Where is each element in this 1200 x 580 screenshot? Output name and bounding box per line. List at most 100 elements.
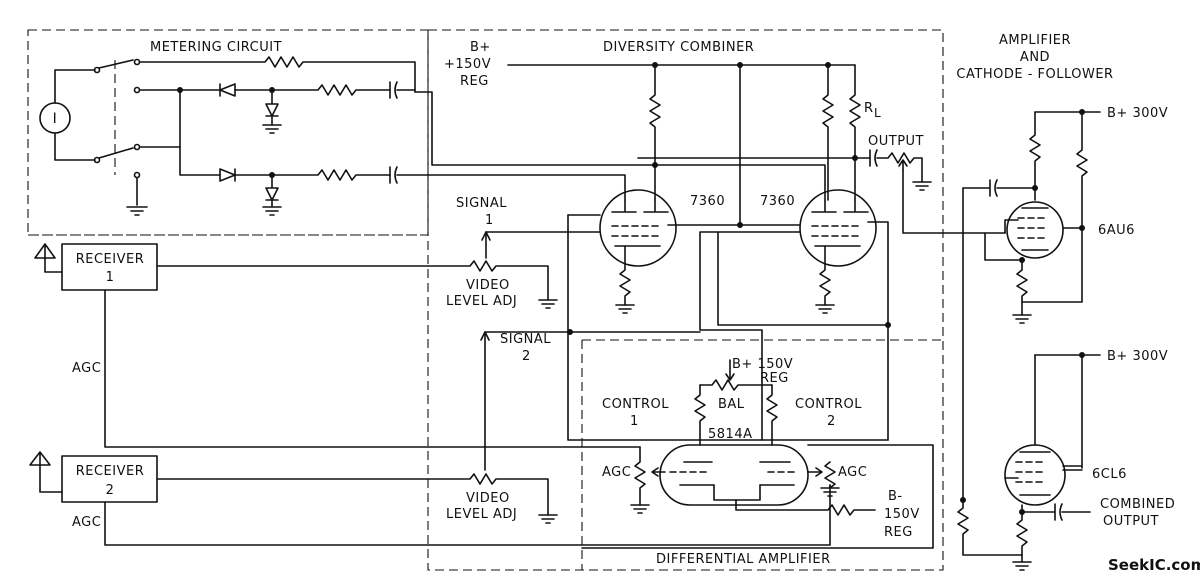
rl-label: R <box>864 101 874 116</box>
tube2-control-feed <box>867 221 889 441</box>
load-resistor-rl <box>849 64 861 159</box>
signal-2-label: SIGNAL <box>500 332 551 347</box>
diversity-combiner-box <box>427 29 944 571</box>
ground-icon <box>912 181 932 191</box>
ground-icon <box>630 504 650 514</box>
plate-load-right <box>766 384 778 446</box>
receiver-1-number: 1 <box>106 270 115 285</box>
output-pot-wiper <box>898 159 908 171</box>
6au6-plate-resistor <box>1029 111 1041 201</box>
tube-7360-2-label: 7360 <box>760 194 795 209</box>
meter-top-lead <box>54 69 96 104</box>
bminus-label: B- <box>888 489 903 504</box>
diversity-combiner: B+ +150V REG R L OUTPUT 7360 <box>444 40 1006 471</box>
video-level-pot-2 <box>156 473 549 516</box>
bminus-voltage: 150V <box>884 507 920 522</box>
bal-supply-arrow <box>725 359 735 381</box>
switch-blade-bottom <box>98 147 134 159</box>
bplus-voltage: +150V <box>444 57 491 72</box>
6cl6-screen-tap <box>1062 465 1083 471</box>
diversity-combiner-title: DIVERSITY COMBINER <box>603 40 754 55</box>
control-1-label: CONTROL <box>602 397 669 412</box>
differential-amplifier-title: DIFFERENTIAL AMPLIFIER <box>656 552 831 567</box>
bal-label: BAL <box>718 397 745 412</box>
switch-pivot-bottom <box>93 156 101 164</box>
tube-5814a-label: 5814A <box>708 427 752 442</box>
agc-1-label: AGC <box>72 361 101 376</box>
agc-left-label: AGC <box>602 465 631 480</box>
agc-pot-left <box>634 446 646 506</box>
control-1-number: 1 <box>630 414 639 429</box>
meter-bottom-lead <box>54 132 96 161</box>
metering-circuit-title: METERING CIRCUIT <box>150 40 282 55</box>
junction <box>1019 257 1025 263</box>
ground-icon <box>1012 314 1032 324</box>
signal-1-label: SIGNAL <box>456 196 507 211</box>
tube-6au6-icon <box>1006 201 1064 259</box>
ground-icon <box>1012 561 1032 571</box>
ground-icon <box>126 206 148 216</box>
switch-contact-1 <box>133 58 141 66</box>
bal-pot <box>699 379 773 391</box>
ground-icon <box>538 514 558 524</box>
zener-diode-icon <box>265 89 279 125</box>
agc-right-label: AGC <box>838 465 867 480</box>
cap-lead-to-tube1 <box>396 174 626 201</box>
cathode-follower-title: CATHODE - FOLLOWER <box>956 67 1113 82</box>
tube-7360-2-icon <box>799 189 877 267</box>
video-level-2-b: LEVEL ADJ <box>446 507 517 522</box>
amplifier-title: AMPLIFIER <box>999 33 1071 48</box>
video-level-1-b: LEVEL ADJ <box>446 294 517 309</box>
video-level-pot-1 <box>156 260 549 301</box>
bminus-reg: REG <box>884 525 913 540</box>
combined-output-label: COMBINED <box>1100 497 1175 512</box>
receiver-1: RECEIVER 1 VIDEO LEVEL ADJ AGC <box>34 243 641 448</box>
agc-line-1 <box>104 289 641 448</box>
signal1-arrow <box>481 231 491 241</box>
ground-icon <box>815 304 835 314</box>
6au6-grids <box>1017 217 1045 239</box>
agc-pot-left-wiper <box>651 467 666 477</box>
diff-amp-outline <box>581 444 934 549</box>
agc-2-label: AGC <box>72 515 101 530</box>
tube1-plates <box>611 199 669 213</box>
receiver-2-number: 2 <box>106 483 115 498</box>
diode-icon <box>219 168 236 182</box>
switch-pivot-top <box>93 66 101 74</box>
agc-pot-right-wiper <box>807 467 823 477</box>
switch-contact-4 <box>133 171 141 179</box>
signal-1-number: 1 <box>485 213 494 228</box>
signal1-wire <box>485 231 601 259</box>
output-capacitor-icon <box>1021 503 1091 521</box>
tube-7360-1-icon <box>599 189 677 267</box>
6au6-screen-resistor <box>1021 111 1088 303</box>
receiver-1-label: RECEIVER <box>76 252 145 267</box>
section-boundaries <box>27 29 944 571</box>
antenna-icon <box>29 451 63 493</box>
output-capacitor-icon <box>869 149 878 167</box>
tube-7360-1-label: 7360 <box>690 194 725 209</box>
junction <box>1079 225 1085 231</box>
lower-wire-a <box>179 89 221 176</box>
plate-resistor-tube1 <box>649 64 661 201</box>
tube-6au6-label: 6AU6 <box>1098 223 1135 238</box>
wiper-to-6au6 <box>902 169 1006 234</box>
output-pot <box>876 152 923 183</box>
diode-icon <box>219 83 236 97</box>
switch-contact-3 <box>133 143 141 151</box>
capacitor-icon <box>389 81 398 99</box>
bplus300-b-label: B+ 300V <box>1107 349 1168 364</box>
6au6-grid-lead <box>1004 219 1019 234</box>
video-level-2-a: VIDEO <box>466 491 510 506</box>
6cl6-cathode-resistor <box>1016 504 1028 563</box>
video-level-1-a: VIDEO <box>466 278 510 293</box>
antenna-icon <box>34 243 63 273</box>
control-2-number: 2 <box>827 414 836 429</box>
ground-icon <box>262 124 282 134</box>
amplifier-6au6: B+ 300V 6AU6 <box>962 106 1168 501</box>
capacitor-icon <box>389 166 398 184</box>
junction <box>1032 185 1038 191</box>
6cl6-grids <box>1015 461 1043 483</box>
rl-subscript: L <box>874 106 881 120</box>
